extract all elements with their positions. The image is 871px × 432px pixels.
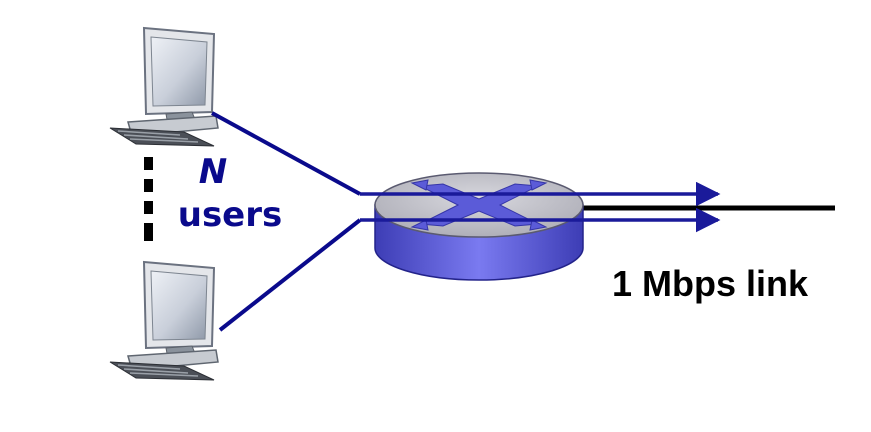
users-label: users — [178, 195, 283, 235]
desktop-computer-icon — [109, 261, 219, 381]
desktop-computer-icon — [109, 27, 219, 147]
access-link-top — [211, 111, 361, 196]
router-icon — [374, 172, 584, 281]
link-label: 1 Mbps link — [612, 263, 809, 304]
n-label: N — [199, 152, 227, 192]
ellipsis-dots — [144, 157, 153, 241]
access-link-bottom — [218, 218, 362, 332]
